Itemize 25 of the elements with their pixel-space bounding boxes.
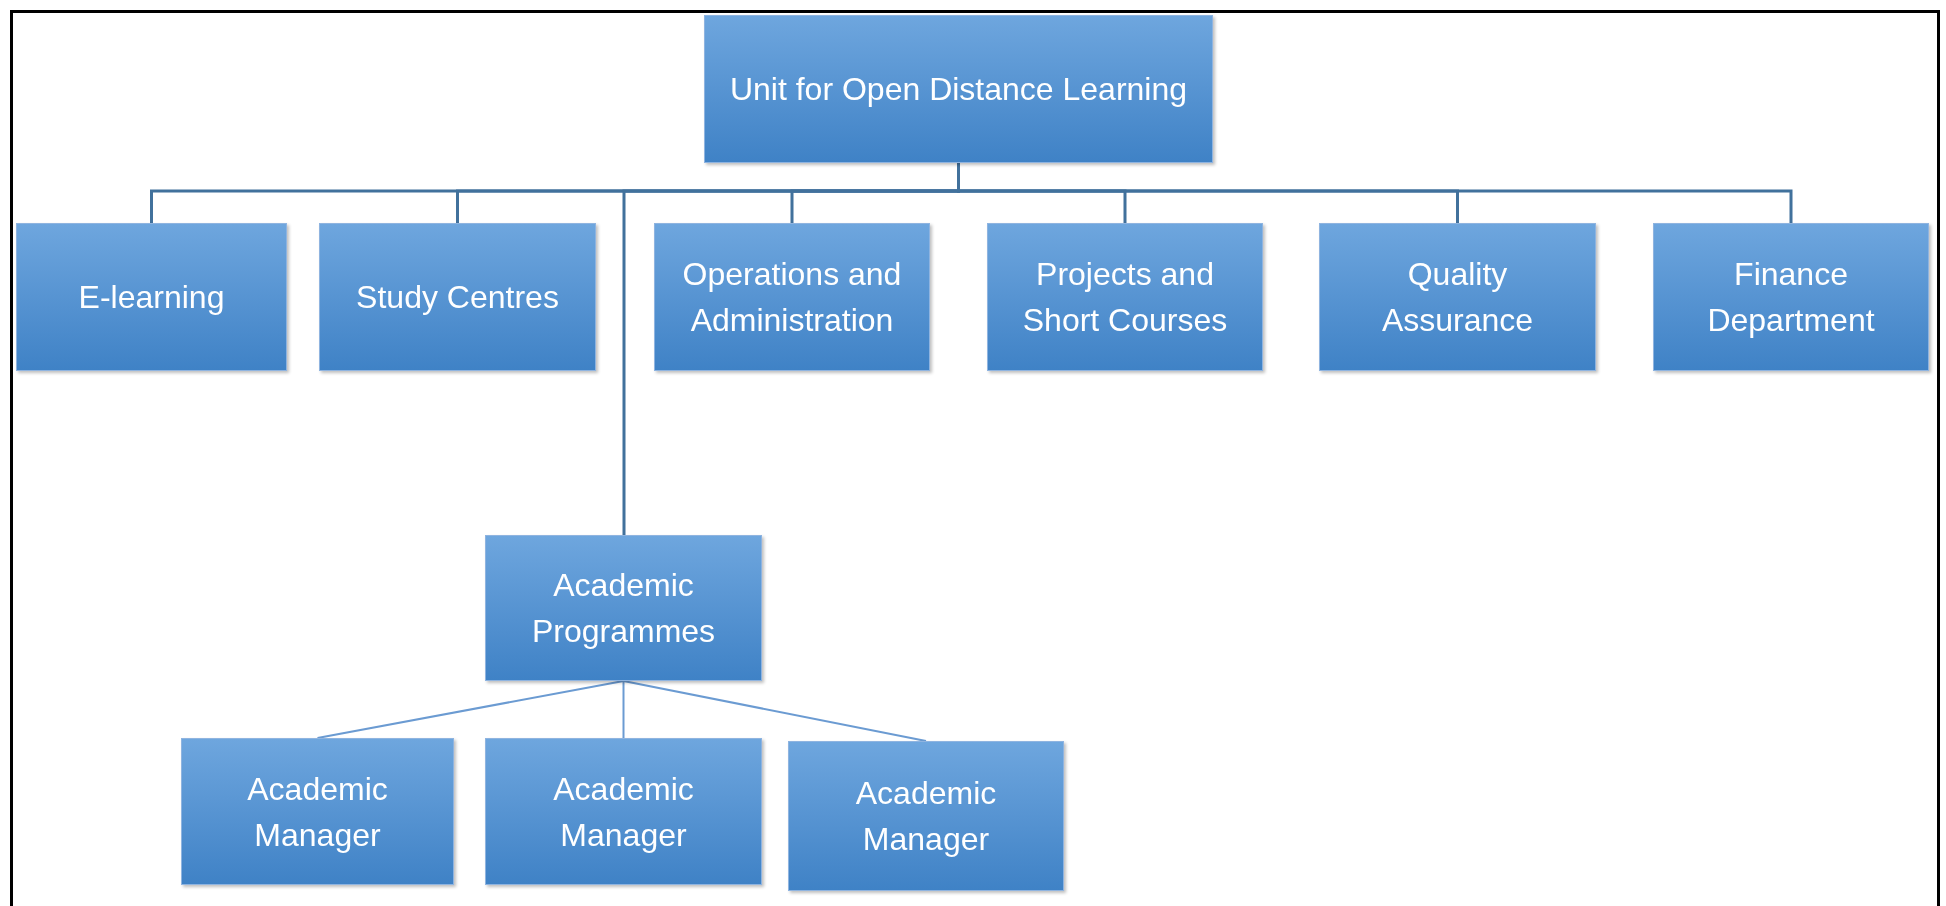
box-label: Study Centres [356, 278, 559, 317]
box-label: Quality Assurance [1380, 255, 1535, 340]
org-box [485, 738, 762, 885]
org-box [16, 223, 287, 371]
box-label: Projects and Short Courses [1021, 255, 1229, 340]
box-label: Academic Manager [854, 774, 998, 859]
org-box [485, 535, 762, 681]
org-box [1319, 223, 1596, 371]
connector-line [316, 680, 625, 739]
box-label: Operations and Administration [681, 255, 903, 340]
org-box [1653, 223, 1929, 371]
org-box [788, 741, 1064, 891]
org-box [987, 223, 1263, 371]
box-label: Academic Manager [552, 769, 695, 855]
connector-line [622, 680, 927, 742]
connector-line [622, 680, 625, 739]
org-box [654, 223, 930, 371]
org-box [319, 223, 596, 371]
box-label: E-learning [78, 278, 225, 317]
org-box [181, 738, 454, 885]
org-box [704, 15, 1213, 163]
box-label: Unit for Open Distance Learning [729, 70, 1188, 109]
box-label: Academic Programmes [530, 566, 717, 651]
box-label: Finance Department [1706, 255, 1876, 340]
box-label: Academic Manager [246, 769, 389, 855]
